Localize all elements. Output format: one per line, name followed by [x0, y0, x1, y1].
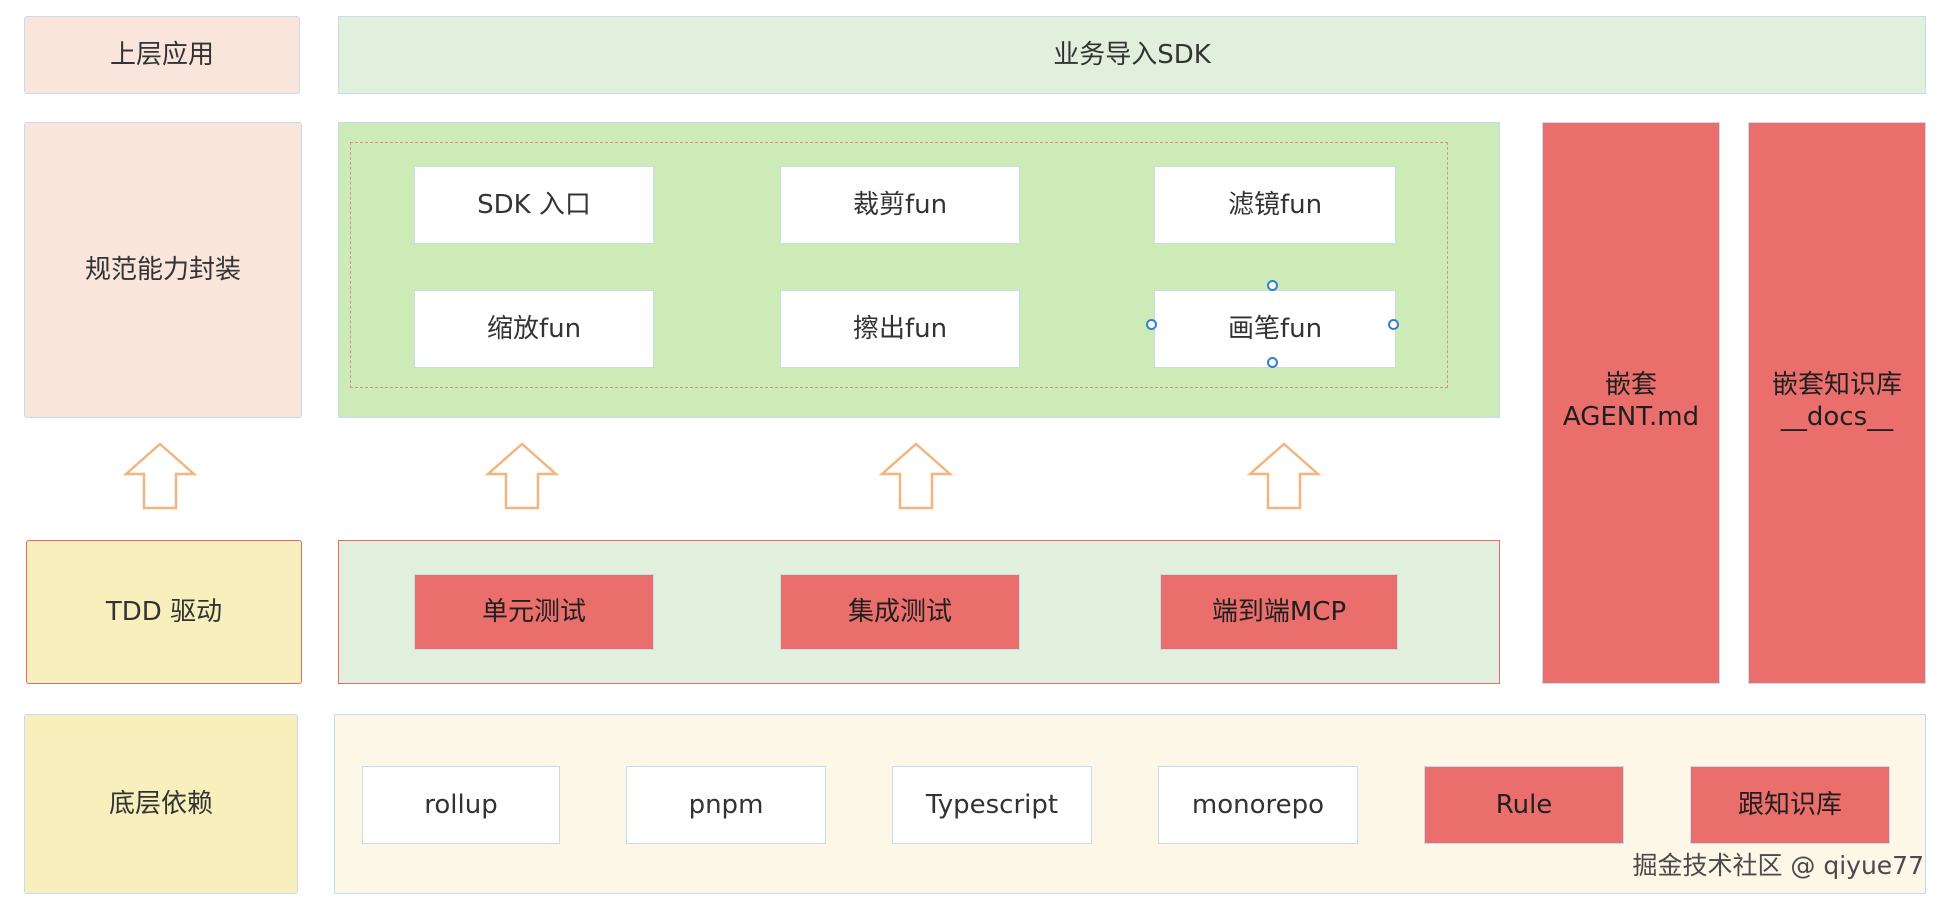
dep-knowledge-box: 跟知识库 — [1690, 766, 1890, 844]
dep-monorepo-box: monorepo — [1158, 766, 1358, 844]
nested-agent-line2: AGENT.md — [1562, 402, 1700, 432]
unit-test-box: 单元测试 — [414, 574, 654, 650]
erase-fun-text: 擦出fun — [852, 314, 948, 344]
brush-fun-text: 画笔fun — [1227, 314, 1323, 344]
label-spec-encapsulation: 规范能力封装 — [24, 122, 302, 418]
label-upper-app-text: 上层应用 — [109, 40, 214, 70]
top-bar-text: 业务导入SDK — [1053, 40, 1211, 70]
selection-handle-left-icon[interactable] — [1146, 319, 1157, 330]
sdk-entry-text: SDK 入口 — [477, 190, 591, 220]
nested-agent-line1: 嵌套 — [1604, 370, 1657, 400]
crop-fun-box: 裁剪fun — [780, 166, 1020, 244]
label-upper-app: 上层应用 — [24, 16, 300, 94]
label-base-dependency: 底层依赖 — [24, 714, 298, 894]
sdk-dashed-group — [350, 142, 1448, 388]
selection-handle-top-icon[interactable] — [1267, 280, 1278, 291]
dep-typescript-text: Typescript — [925, 790, 1059, 820]
unit-test-text: 单元测试 — [481, 597, 586, 627]
label-base-dependency-text: 底层依赖 — [108, 789, 213, 819]
dep-pnpm-box: pnpm — [626, 766, 826, 844]
crop-fun-text: 裁剪fun — [852, 190, 948, 220]
dependencies-panel — [334, 714, 1926, 894]
erase-fun-box: 擦出fun — [780, 290, 1020, 368]
zoom-fun-box: 缩放fun — [414, 290, 654, 368]
brush-fun-box[interactable]: 画笔fun — [1154, 290, 1396, 368]
up-arrow-icon-2 — [484, 442, 560, 510]
dep-rollup-text: rollup — [424, 790, 498, 820]
top-bar-business-sdk: 业务导入SDK — [338, 16, 1926, 94]
integration-test-box: 集成测试 — [780, 574, 1020, 650]
label-tdd-driven-text: TDD 驱动 — [105, 597, 223, 627]
filter-fun-text: 滤镜fun — [1227, 190, 1323, 220]
dep-knowledge-text: 跟知识库 — [1737, 790, 1842, 820]
e2e-mcp-box: 端到端MCP — [1160, 574, 1398, 650]
selection-handle-bottom-icon[interactable] — [1267, 357, 1278, 368]
dep-pnpm-text: pnpm — [688, 790, 764, 820]
label-tdd-driven: TDD 驱动 — [26, 540, 302, 684]
zoom-fun-text: 缩放fun — [486, 314, 582, 344]
nested-knowledge-column: 嵌套知识库 __docs__ — [1748, 122, 1926, 684]
nested-knowledge-line1: 嵌套知识库 — [1771, 370, 1902, 400]
dep-typescript-box: Typescript — [892, 766, 1092, 844]
watermark: 掘金技术社区 @ qiyue77 — [1632, 851, 1924, 880]
dep-rule-text: Rule — [1495, 790, 1553, 820]
dep-monorepo-text: monorepo — [1191, 790, 1325, 820]
nested-agent-column: 嵌套 AGENT.md — [1542, 122, 1720, 684]
e2e-mcp-text: 端到端MCP — [1211, 597, 1347, 627]
up-arrow-icon-4 — [1246, 442, 1322, 510]
integration-test-text: 集成测试 — [847, 597, 952, 627]
dep-rollup-box: rollup — [362, 766, 560, 844]
dep-rule-box: Rule — [1424, 766, 1624, 844]
selection-handle-right-icon[interactable] — [1388, 319, 1399, 330]
filter-fun-box: 滤镜fun — [1154, 166, 1396, 244]
up-arrow-icon-3 — [878, 442, 954, 510]
nested-knowledge-line2: __docs__ — [1780, 402, 1894, 432]
up-arrow-icon-1 — [122, 442, 198, 510]
sdk-entry-box: SDK 入口 — [414, 166, 654, 244]
label-spec-encapsulation-text: 规范能力封装 — [84, 255, 241, 285]
